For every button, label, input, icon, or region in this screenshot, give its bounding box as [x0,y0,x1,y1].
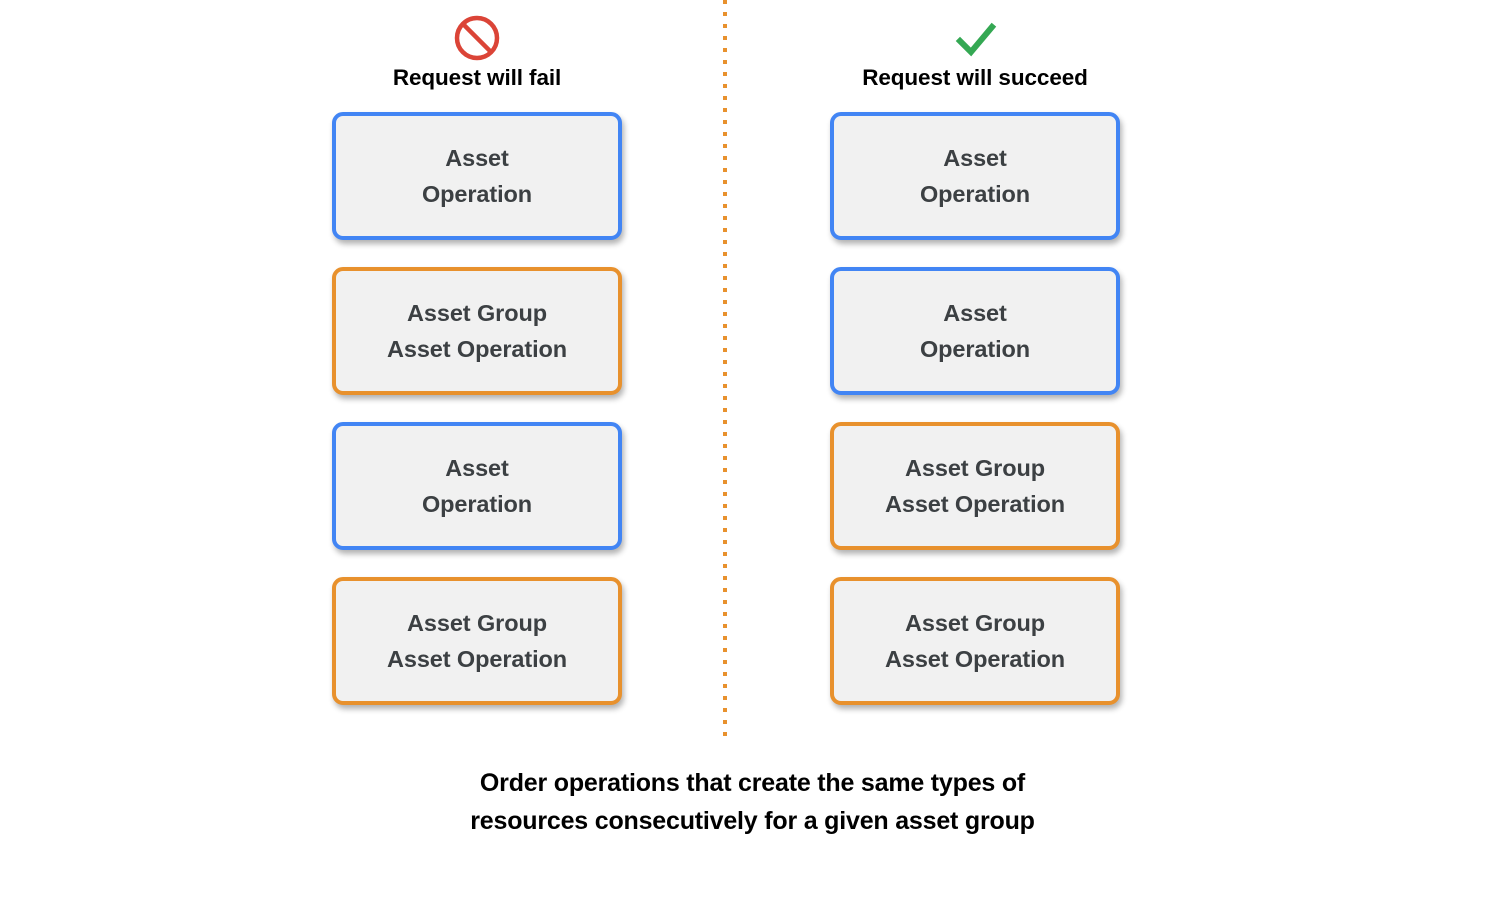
operation-box[interactable]: Asset Operation [332,422,622,550]
operation-box[interactable]: Asset Operation [332,112,622,240]
operation-box[interactable]: Asset Group Asset Operation [830,422,1120,550]
checkmark-icon [955,22,997,57]
operation-box[interactable]: Asset Group Asset Operation [830,577,1120,705]
column-request-will-succeed: Request will succeed Asset Operation Ass… [765,0,1185,740]
box-stack-succeed: Asset Operation Asset Operation Asset Gr… [830,112,1120,705]
column-title-fail: Request will fail [392,65,562,90]
column-title-succeed: Request will succeed [862,65,1088,90]
operation-box[interactable]: Asset Group Asset Operation [332,577,622,705]
operation-box-label: Asset Group Asset Operation [386,299,568,362]
operation-box-label: Asset Operation [919,144,1031,207]
diagram-caption: Order operations that create the same ty… [470,769,1035,835]
column-divider [723,0,727,740]
prohibition-icon [454,15,500,61]
operation-box-label: Asset Operation [919,299,1031,362]
column-header-succeed: Request will succeed [765,14,1185,91]
column-header-fail: Request will fail [267,14,687,91]
operation-box-label: Asset Group Asset Operation [884,609,1066,672]
operation-box[interactable]: Asset Operation [830,112,1120,240]
operation-box-label: Asset Group Asset Operation [386,609,568,672]
operation-box-label: Asset Operation [421,454,533,517]
operation-box[interactable]: Asset Operation [830,267,1120,395]
operation-box-label: Asset Operation [421,144,533,207]
column-request-will-fail: Request will fail Asset Operation Asset … [267,0,687,740]
operation-box[interactable]: Asset Group Asset Operation [332,267,622,395]
operation-box-label: Asset Group Asset Operation [884,454,1066,517]
box-stack-fail: Asset Operation Asset Group Asset Operat… [332,112,622,705]
